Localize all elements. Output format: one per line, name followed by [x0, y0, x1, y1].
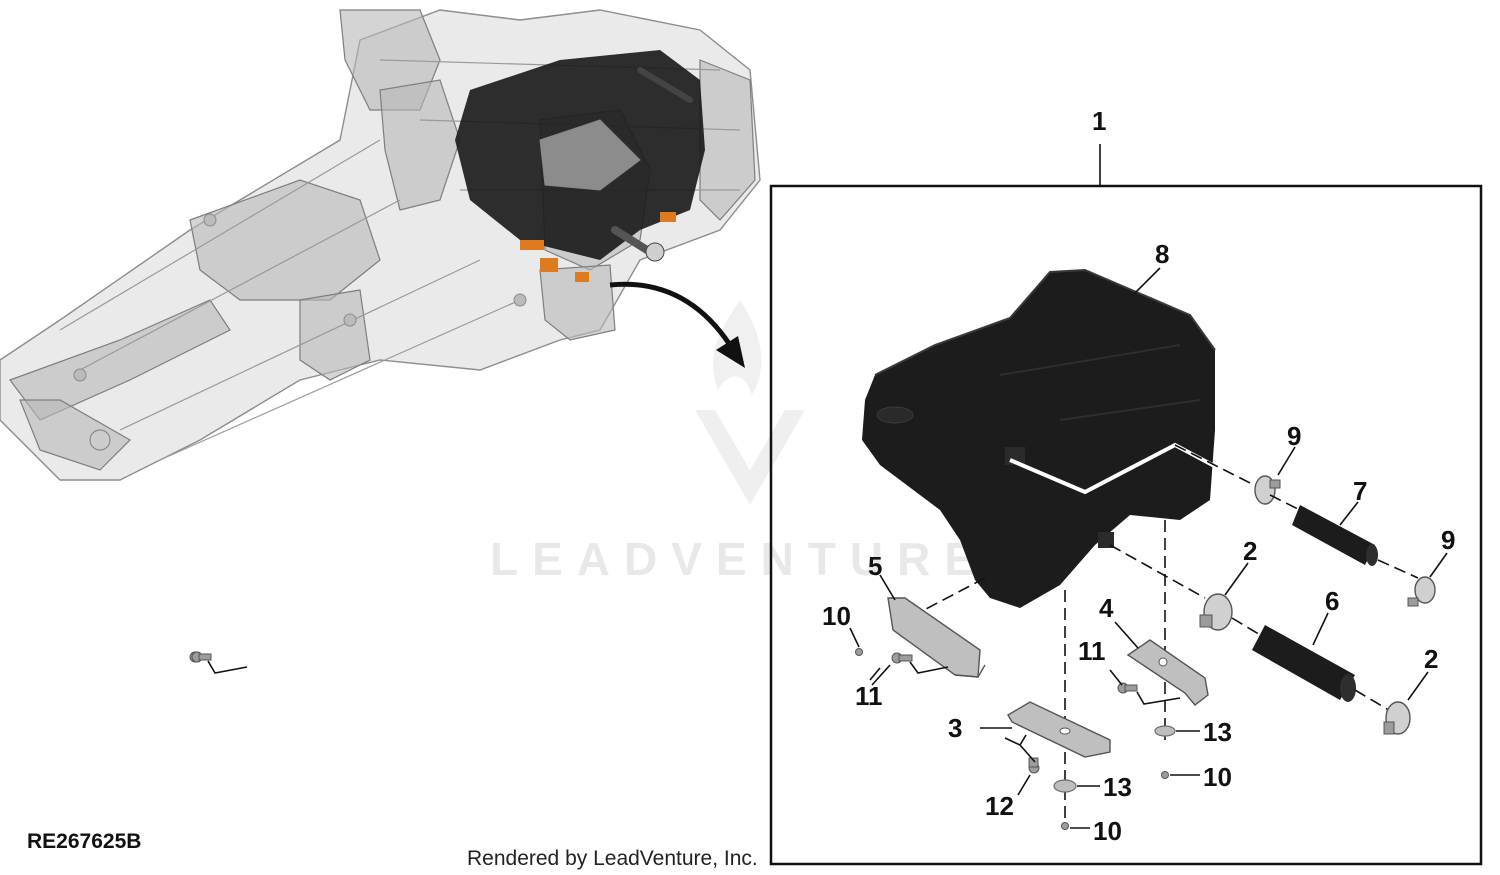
hose-clamp-lower-left — [1199, 593, 1233, 631]
hose-clamp-upper-left — [1254, 475, 1281, 505]
callout-13-center: 13 — [1103, 772, 1132, 802]
callout-13-right: 13 — [1203, 717, 1232, 747]
callout-11-right: 11 — [1078, 636, 1106, 666]
callout-2-left: 2 — [1243, 536, 1257, 566]
callout-5: 5 — [868, 551, 882, 581]
nut-left — [855, 648, 863, 656]
callout-10-right: 10 — [1203, 762, 1232, 792]
reference-code: RE267625B — [27, 830, 141, 853]
nut-center — [1061, 822, 1069, 830]
fuel-hose — [1252, 625, 1356, 702]
bolt-11-right — [1117, 682, 1138, 694]
hose-clamp-lower-right — [1383, 701, 1411, 735]
callout-12: 12 — [985, 791, 1014, 821]
washer-right — [1154, 725, 1176, 737]
callout-6: 6 — [1325, 586, 1339, 616]
render-credit: Rendered by LeadVenture, Inc. — [467, 847, 758, 870]
callout-7: 7 — [1353, 476, 1367, 506]
nut-right — [1161, 771, 1169, 779]
callout-8: 8 — [1155, 239, 1169, 269]
callout-10-center: 10 — [1093, 816, 1122, 846]
vehicle-frame-illustration — [0, 9, 761, 481]
hose-clamp-upper-right — [1407, 576, 1436, 607]
callout-10-left: 10 — [822, 601, 851, 631]
callout-9-left: 9 — [1287, 421, 1301, 451]
mounting-bracket-right — [1126, 639, 1209, 706]
callout-9-right: 9 — [1441, 525, 1455, 555]
callout-11-left: 11 — [855, 681, 883, 711]
callout-4: 4 — [1099, 593, 1114, 623]
detail-view-box — [769, 184, 1483, 866]
mounting-bracket-left — [887, 597, 986, 678]
callout-3: 3 — [948, 713, 962, 743]
watermark-logo — [695, 300, 805, 505]
bolt-11-left — [891, 652, 913, 664]
detail-pointer-arrow — [609, 281, 745, 368]
fuel-tank — [862, 268, 1216, 608]
callout-1: 1 — [1092, 106, 1106, 136]
watermark-text: LEADVENTURE — [490, 533, 989, 585]
vent-hose — [1292, 505, 1378, 566]
bolt-12 — [1028, 757, 1040, 774]
washer-center — [1053, 779, 1077, 793]
bolt-11-left-part — [191, 651, 212, 663]
callout-2-right: 2 — [1424, 644, 1438, 674]
mounting-plate-center — [1007, 701, 1111, 758]
